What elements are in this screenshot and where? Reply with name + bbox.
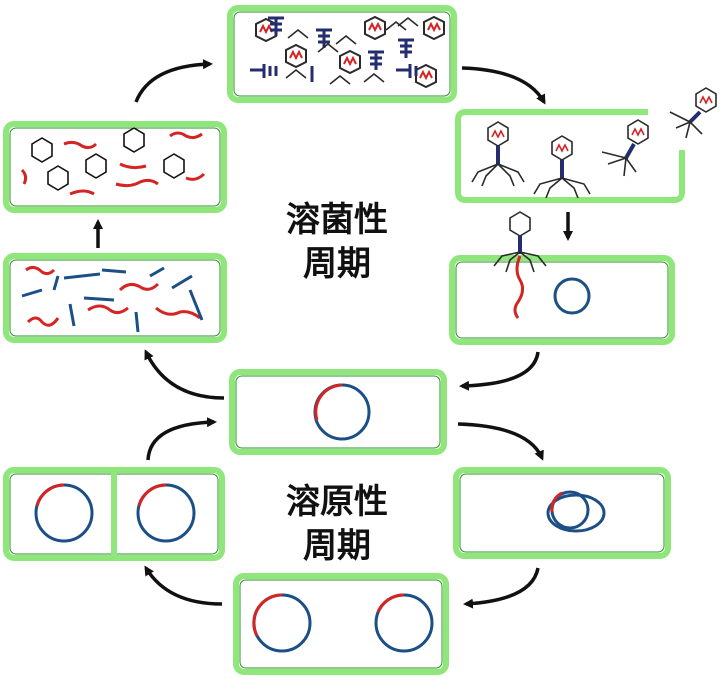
tail-fiber-icon bbox=[250, 16, 418, 82]
cell-injection bbox=[449, 255, 675, 345]
arrow-icon bbox=[146, 417, 217, 461]
cell-integration bbox=[453, 467, 671, 559]
injection-contents bbox=[493, 211, 591, 319]
division-contents bbox=[34, 483, 196, 543]
lysogenic-cycle-label: 溶原性 周期 bbox=[262, 480, 412, 568]
arrow-icon bbox=[459, 351, 540, 391]
cell-division bbox=[3, 467, 225, 561]
assembly-contents bbox=[250, 15, 445, 89]
arrow-icon bbox=[144, 565, 223, 606]
lysis-contents bbox=[471, 87, 717, 199]
phage-icon bbox=[533, 135, 591, 199]
lytic-cycle-label-line2: 周期 bbox=[303, 244, 371, 284]
phage-head-icon bbox=[339, 49, 361, 75]
lysogenic-cycle-label-line1: 溶原性 bbox=[286, 482, 388, 522]
cell-replication bbox=[233, 573, 449, 675]
arrow-icon bbox=[134, 59, 213, 103]
capsid-hexagon-icon bbox=[31, 137, 53, 163]
capsid-hexagon-icon bbox=[123, 127, 145, 153]
arrows bbox=[93, 59, 573, 609]
phage-head-icon bbox=[423, 15, 445, 41]
phage-icon bbox=[601, 119, 649, 177]
host-contents bbox=[313, 383, 371, 441]
capsid-hexagon-icon bbox=[163, 153, 185, 179]
integration-contents bbox=[546, 490, 606, 533]
lytic-cycle-label-line1: 溶菌性 bbox=[286, 200, 388, 240]
capsid-hexagon-icon bbox=[85, 153, 107, 179]
replication-contents bbox=[252, 593, 434, 653]
arrow-icon bbox=[144, 349, 225, 400]
fragments-contents bbox=[21, 265, 204, 333]
phage-icon bbox=[493, 211, 547, 273]
injected-dna bbox=[513, 255, 525, 319]
phage-icon bbox=[669, 87, 717, 139]
phage-head-icon bbox=[364, 15, 386, 41]
synthesis-contents bbox=[20, 127, 206, 196]
arrow-icon bbox=[463, 567, 540, 609]
host-chromosome bbox=[553, 277, 591, 315]
capsid-hexagon-icon bbox=[47, 165, 69, 191]
phage-head-icon bbox=[415, 63, 437, 89]
phage-icon bbox=[471, 121, 525, 187]
arrow-icon bbox=[461, 66, 546, 105]
lysogenic-cycle-label-line2: 周期 bbox=[303, 526, 371, 566]
cell-dna-fragments bbox=[3, 253, 227, 343]
arrow-icon bbox=[457, 422, 544, 461]
cell-host bbox=[229, 369, 447, 455]
lytic-cycle-label: 溶菌性 周期 bbox=[262, 198, 412, 286]
phage-head-icon bbox=[285, 43, 307, 69]
